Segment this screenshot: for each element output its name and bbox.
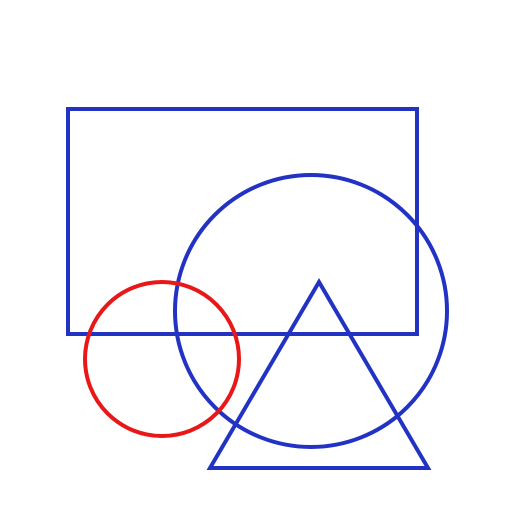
blue-circle [173,173,449,449]
blue-rectangle [66,107,419,336]
red-circle [83,280,241,438]
blue-triangle [206,278,432,470]
